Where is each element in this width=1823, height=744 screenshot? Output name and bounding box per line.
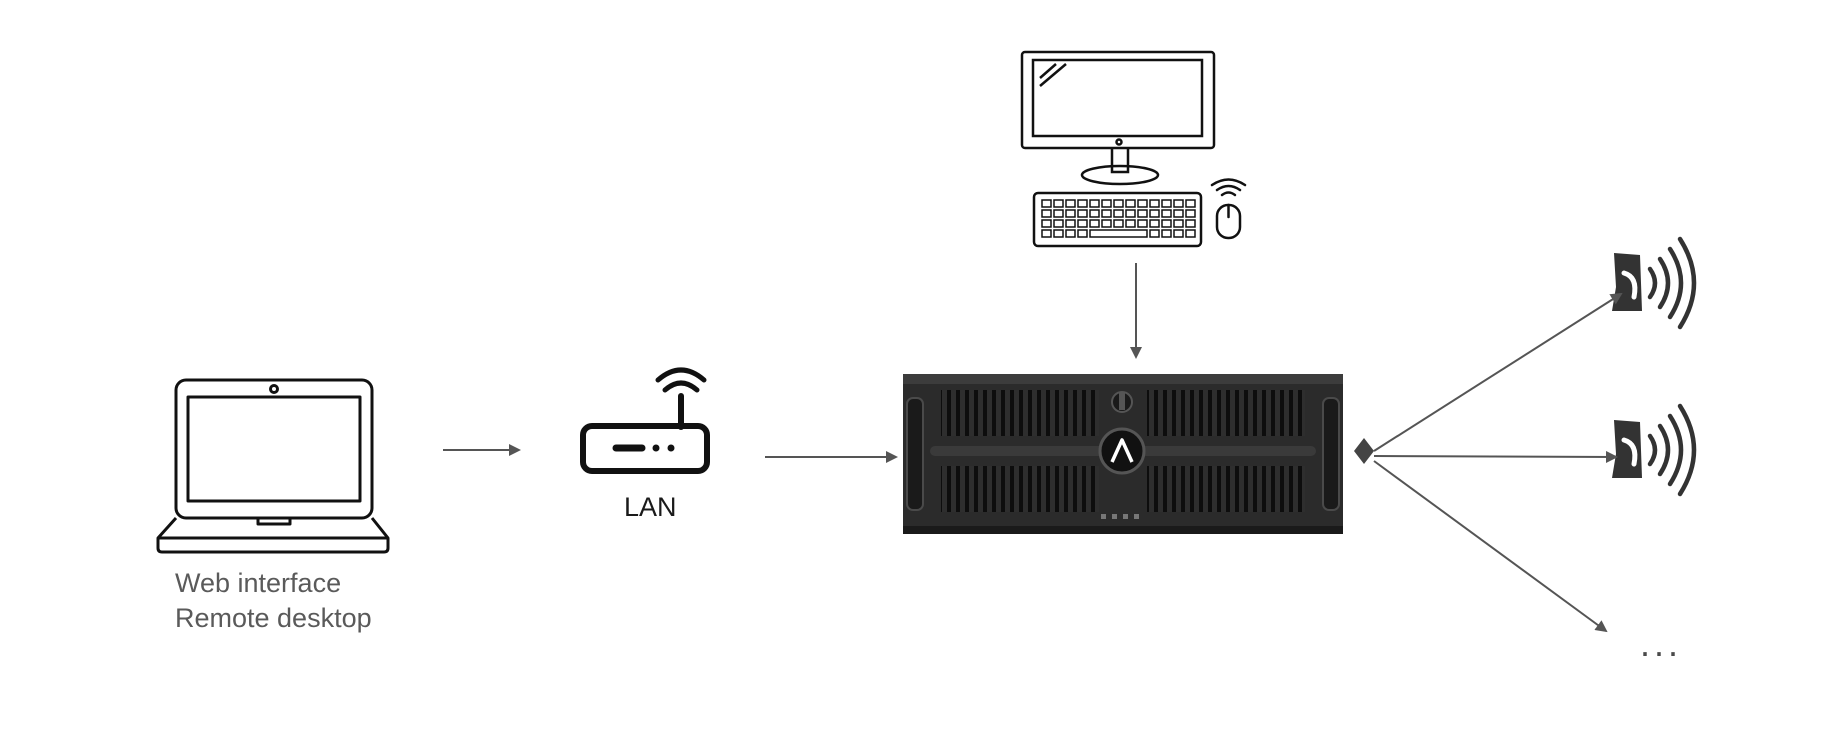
router-label: LAN <box>624 492 677 522</box>
wireless-broadcast-icon <box>1612 236 1697 330</box>
wifi-router-icon <box>580 367 710 474</box>
more-devices-ellipsis: ... <box>1640 623 1683 664</box>
arrow-server-to-device-2 <box>1373 450 1618 463</box>
laptop-label-remote-desktop: Remote desktop <box>175 603 372 633</box>
wireless-broadcast-icon <box>1612 403 1697 497</box>
laptop-icon <box>156 378 390 554</box>
arrow-server-to-device-1 <box>1373 292 1623 452</box>
keyboard-icon <box>1032 191 1203 248</box>
rack-server-icon <box>903 374 1374 534</box>
laptop-label-web-interface: Web interface <box>175 568 342 598</box>
wireless-mouse-icon <box>1210 178 1247 240</box>
arrow-server-to-more <box>1373 460 1608 633</box>
desktop-monitor-icon <box>1020 50 1216 186</box>
